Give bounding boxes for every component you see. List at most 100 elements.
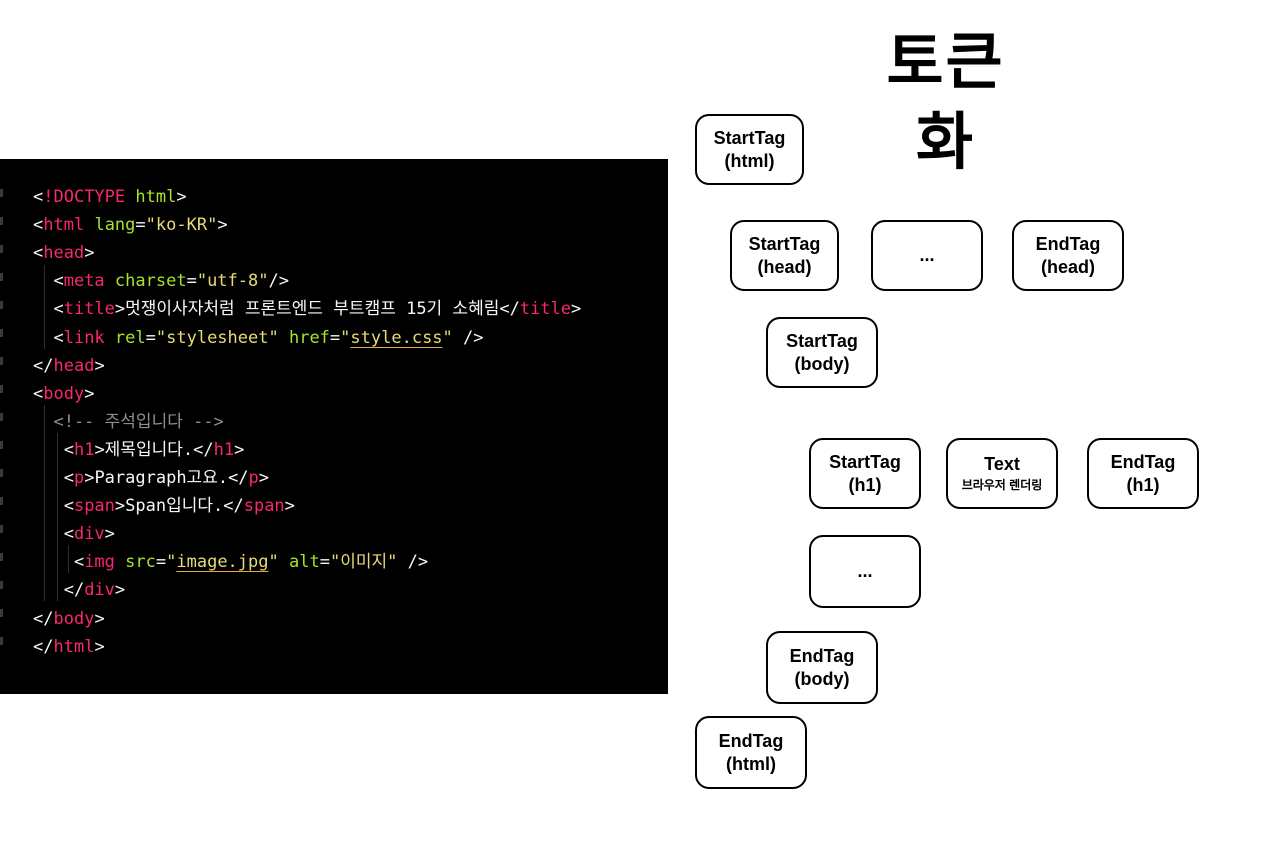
code-token: />: [268, 271, 289, 292]
token-ellipsis-body: ...: [809, 535, 921, 608]
token-endtag-html: EndTag (html): [695, 716, 807, 789]
code-token: <: [33, 439, 74, 460]
token-starttag-h1: StartTag (h1): [809, 438, 921, 509]
indent-guide: [44, 265, 45, 349]
page-title: 토큰화: [886, 25, 1005, 178]
token-type: StartTag: [786, 330, 858, 351]
token-endtag-head: EndTag (head): [1012, 220, 1124, 291]
code-token: !DOCTYPE: [43, 187, 126, 207]
token-endtag-h1: EndTag (h1): [1087, 438, 1199, 509]
code-line: <!DOCTYPE html>: [33, 183, 187, 211]
code-token: <: [33, 271, 64, 292]
code-token: <: [33, 299, 64, 320]
gutter-mark: [0, 637, 3, 645]
code-token: image.jpg: [176, 552, 269, 573]
code-token: "ko-KR": [145, 215, 218, 236]
code-token: />: [397, 552, 429, 573]
code-token: <: [33, 468, 74, 488]
code-line: <span>Span입니다.</span>: [33, 492, 295, 520]
code-line: <link rel="stylesheet" href="style.css" …: [33, 324, 483, 352]
code-line: <body>: [33, 380, 94, 408]
code-token: rel: [114, 327, 146, 348]
gutter-mark: [0, 245, 3, 253]
code-token: "stylesheet": [155, 327, 279, 348]
gutter-mark: [0, 217, 3, 225]
gutter-mark: [0, 441, 3, 449]
code-token: </: [33, 636, 54, 657]
token-value: 브라우저 렌더링: [961, 478, 1043, 492]
token-type: EndTag: [789, 645, 855, 666]
code-token: <: [33, 552, 85, 573]
code-line: <!-- 주석입니다 -->: [33, 408, 224, 436]
code-token: <: [33, 383, 44, 404]
code-token: >: [284, 496, 295, 517]
token-type: ...: [857, 561, 873, 581]
code-token: <: [33, 496, 74, 517]
code-token: span: [243, 496, 285, 517]
code-token: meta: [63, 271, 105, 292]
code-token: href: [288, 327, 330, 348]
code-token: alt: [289, 552, 320, 573]
code-token: </: [33, 608, 54, 629]
gutter-mark: [0, 469, 3, 477]
indent-guide: [44, 405, 45, 601]
code-token: div: [73, 524, 105, 545]
code-line: <meta charset="utf-8"/>: [33, 267, 289, 295]
token-type: EndTag: [718, 730, 784, 751]
indent-guide: [57, 433, 58, 601]
code-token: head: [53, 355, 95, 376]
code-token: <!-- 주석입니다 -->: [33, 411, 224, 432]
code-token: style.css: [350, 327, 443, 348]
code-token: >: [217, 215, 228, 236]
code-token: <: [33, 524, 74, 545]
code-token: title: [63, 299, 115, 320]
code-token: html: [135, 187, 177, 207]
code-token: </: [33, 580, 85, 601]
code-token: div: [84, 580, 115, 601]
gutter-mark: [0, 329, 3, 337]
code-token: ": [268, 552, 279, 573]
code-token: >Span입니다.</: [114, 496, 244, 517]
token-type: StartTag: [713, 127, 786, 148]
code-line: <p>Paragraph고요.</p>: [33, 464, 269, 492]
code-token: =: [319, 552, 330, 573]
code-line: <img src="image.jpg" alt="이미지" />: [33, 548, 428, 576]
gutter-mark: [0, 301, 3, 309]
code-token: >: [234, 439, 245, 460]
token-value: (h1): [1126, 474, 1160, 495]
gutter-mark: [0, 525, 3, 533]
code-token: img: [84, 552, 115, 573]
code-token: h1: [213, 439, 235, 460]
gutter-mark: [0, 609, 3, 617]
code-token: [105, 271, 115, 291]
token-endtag-body: EndTag (body): [766, 631, 878, 704]
code-token: >Paragraph고요.</: [84, 468, 249, 488]
code-token: span: [73, 496, 115, 517]
code-token: "utf-8": [196, 271, 269, 292]
gutter-mark: [0, 413, 3, 421]
gutter-mark: [0, 273, 3, 281]
gutter-mark: [0, 385, 3, 393]
token-value: (body): [794, 668, 850, 689]
token-type: EndTag: [1035, 233, 1101, 254]
code-token: [105, 328, 115, 348]
code-token: >제목입니다.</: [94, 439, 214, 460]
code-token: html: [43, 215, 85, 236]
code-token: p: [248, 468, 259, 488]
code-line: </html>: [33, 633, 105, 661]
code-token: h1: [73, 439, 95, 460]
code-token: ": [340, 327, 351, 348]
code-line: </head>: [33, 352, 105, 380]
code-line: <html lang="ko-KR">: [33, 211, 228, 239]
token-value: (head): [757, 256, 812, 277]
code-token: >: [84, 383, 95, 404]
code-line: </body>: [33, 605, 105, 633]
code-token: >: [94, 636, 105, 657]
token-type: Text: [984, 454, 1020, 474]
code-token: link: [63, 327, 105, 348]
code-token: >: [114, 580, 126, 601]
code-token: title: [519, 299, 572, 320]
code-token: body: [53, 608, 95, 629]
code-token: >: [258, 468, 270, 488]
gutter-mark: [0, 357, 3, 365]
